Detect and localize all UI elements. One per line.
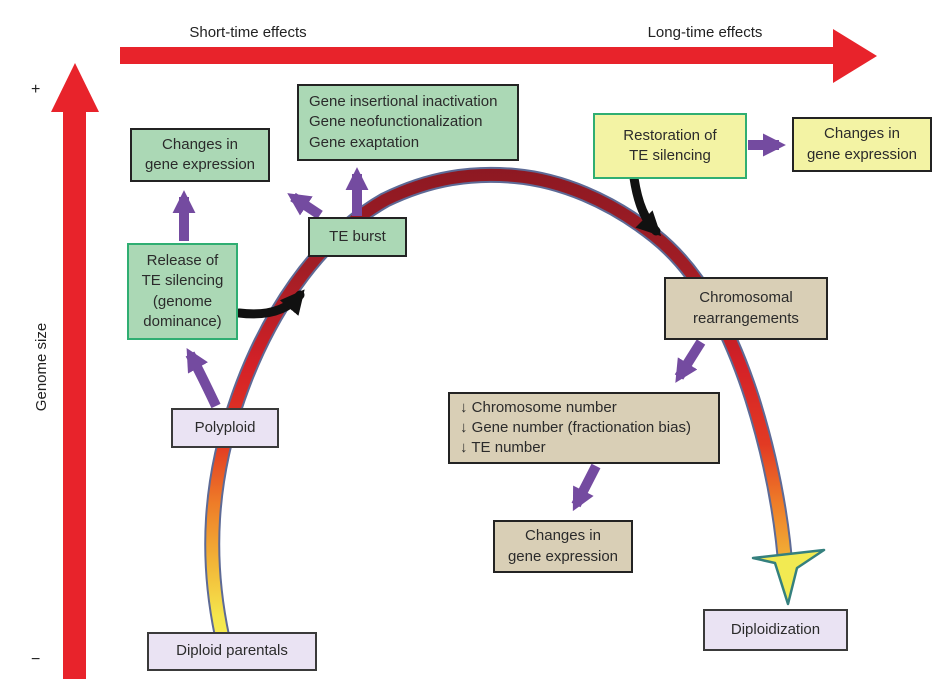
purple-arrow-polyploid-to-release — [185, 348, 221, 409]
purple-arrow-decreases-to-changes — [571, 463, 601, 512]
chromosomal-rearrangements-box: Chromosomal rearrangements — [664, 277, 828, 340]
release-te-silencing-box: Release of TE silencing (genome dominanc… — [127, 243, 238, 340]
genome-size-axis-label: Genome size — [33, 322, 50, 412]
short-time-effects-label: Short-time effects — [189, 24, 307, 41]
gene-effects-box: Gene insertional inactivation Gene neofu… — [297, 84, 519, 161]
diploidization-box: Diploidization — [703, 609, 848, 651]
plus-sign: + — [31, 81, 41, 98]
te-burst-box: TE burst — [308, 217, 407, 257]
restoration-te-silencing-box: Restoration of TE silencing — [593, 113, 747, 179]
polyploid-box: Polyploid — [171, 408, 279, 448]
changes-gene-expression-box-short: Changes in gene expression — [130, 128, 270, 182]
purple-arrow-teburst-to-changes — [287, 192, 323, 220]
black-arrow-release-to-arc — [234, 289, 305, 319]
diploid-parentals-box: Diploid parentals — [147, 632, 317, 671]
changes-gene-expression-box-bottom: Changes in gene expression — [493, 520, 633, 573]
time-axis-arrow — [120, 29, 877, 83]
decreases-box: ↓ Chromosome number ↓ Gene number (fract… — [448, 392, 720, 464]
long-time-effects-label: Long-time effects — [647, 24, 763, 41]
black-arrow-restoration-to-arc — [629, 173, 662, 237]
changes-gene-expression-box-long: Changes in gene expression — [792, 117, 932, 172]
minus-sign: − — [31, 651, 41, 668]
purple-arrow-chromosomal-to-decreases — [674, 339, 706, 383]
arc-arrowhead — [751, 548, 826, 606]
genome-size-axis-arrow — [51, 63, 99, 679]
